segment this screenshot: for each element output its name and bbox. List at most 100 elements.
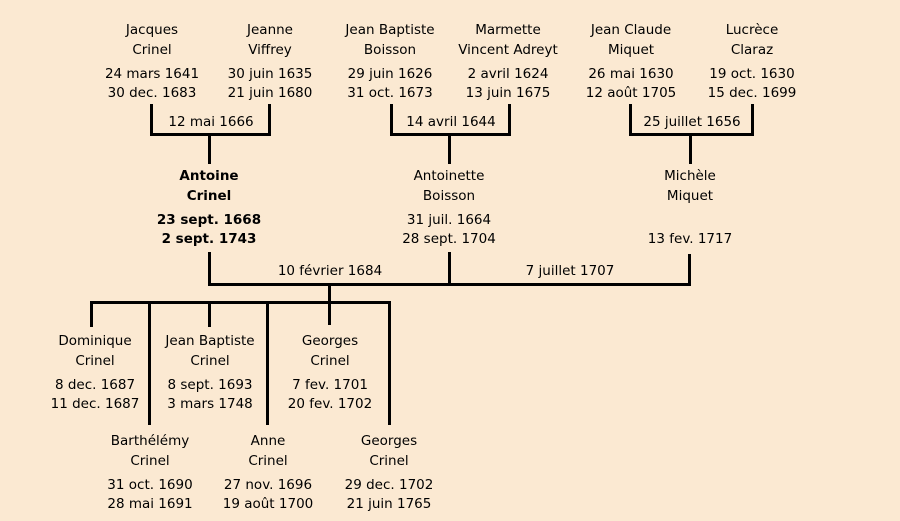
child-drop-antoine-line (208, 136, 211, 164)
last-name: Miquet (607, 42, 655, 58)
connector-jean-baptiste-crinel-line (208, 304, 211, 327)
marriage-date-antoine-antoinette: 10 février 1684 (277, 263, 383, 279)
birth-date: 31 oct. 1690 (107, 477, 193, 493)
death-date: 21 juin 1765 (346, 496, 432, 512)
person-marmette-vincent-adreyt[interactable]: Marmette Vincent Adreyt 2 avril 1624 13 … (458, 20, 558, 103)
birth-date: 29 dec. 1702 (344, 477, 434, 493)
person-name: Marmette Vincent Adreyt (458, 20, 558, 60)
marriage-date-crinel-viffrey: 12 mai 1666 (168, 114, 254, 130)
child-drop-michele-line (689, 136, 692, 164)
first-name: Antoine (179, 168, 239, 184)
connector-jeanne-down-line (268, 104, 271, 136)
person-dates: 23 sept. 1668 2 sept. 1743 (157, 211, 261, 249)
last-name: Crinel (132, 42, 172, 58)
person-barthelemy-crinel[interactable]: Barthélémy Crinel 31 oct. 1690 28 mai 16… (107, 431, 192, 514)
person-name: Jeanne Viffrey (228, 20, 313, 60)
first-name: Jean Baptiste (345, 22, 435, 38)
birth-date: 29 juin 1626 (347, 66, 433, 82)
connector-georges-1701-line (328, 304, 331, 325)
marriage-line-crinel-viffrey (150, 133, 271, 136)
death-date: 21 juin 1680 (227, 85, 313, 101)
person-name: Anne Crinel (223, 431, 314, 471)
person-dates: 27 nov. 1696 19 août 1700 (223, 476, 314, 514)
birth-date: 30 juin 1635 (227, 66, 313, 82)
last-name: Crinel (75, 353, 115, 369)
birth-date: 31 juil. 1664 (406, 212, 492, 228)
person-antoinette-boisson[interactable]: Antoinette Boisson 31 juil. 1664 28 sept… (402, 166, 496, 249)
person-name: Georges Crinel (288, 331, 372, 371)
connector-jean-claude-down-line (629, 104, 632, 136)
connector-michele-down-line (688, 254, 691, 286)
person-jacques-crinel[interactable]: Jacques Crinel 24 mars 1641 30 dec. 1683 (105, 20, 199, 103)
last-name: Crinel (190, 353, 230, 369)
person-dates: 26 mai 1630 12 août 1705 (586, 65, 677, 103)
birth-date (648, 211, 732, 230)
person-dates: 31 juil. 1664 28 sept. 1704 (402, 211, 496, 249)
first-name: Jeanne (247, 22, 293, 38)
birth-date: 19 oct. 1630 (709, 66, 795, 82)
person-dates: 7 fev. 1701 20 fev. 1702 (288, 376, 372, 414)
connector-antoinette-down-line (448, 252, 451, 286)
death-date: 13 fev. 1717 (647, 231, 733, 247)
person-name: Antoine Crinel (157, 166, 261, 206)
connector-jean-baptiste-boisson-down-line (390, 104, 393, 136)
death-date: 13 juin 1675 (465, 85, 551, 101)
person-name: Dominique Crinel (51, 331, 140, 371)
birth-date: 8 dec. 1687 (54, 377, 136, 393)
marriage-line-miquet-claraz (629, 133, 754, 136)
person-antoine-crinel[interactable]: Antoine Crinel 23 sept. 1668 2 sept. 174… (157, 166, 261, 249)
death-date: 12 août 1705 (585, 85, 677, 101)
death-date: 11 dec. 1687 (50, 396, 140, 412)
person-dates: 19 oct. 1630 15 dec. 1699 (708, 65, 797, 103)
death-date: 30 dec. 1683 (107, 85, 197, 101)
death-date: 31 oct. 1673 (347, 85, 433, 101)
children-drop-line (328, 286, 331, 303)
birth-date: 27 nov. 1696 (223, 477, 313, 493)
last-name: Boisson (422, 188, 476, 204)
person-jean-claude-miquet[interactable]: Jean Claude Miquet 26 mai 1630 12 août 1… (586, 20, 677, 103)
first-name: Antoinette (413, 168, 485, 184)
person-dates: 13 fev. 1717 (648, 211, 732, 249)
connector-dominique-line (90, 304, 93, 327)
person-jean-baptiste-boisson[interactable]: Jean Baptiste Boisson 29 juin 1626 31 oc… (345, 20, 434, 103)
person-georges-crinel-1702[interactable]: Georges Crinel 29 dec. 1702 21 juin 1765 (345, 431, 434, 514)
person-name: Jean Baptiste Crinel (165, 331, 254, 371)
death-date: 19 août 1700 (222, 496, 314, 512)
person-anne-crinel[interactable]: Anne Crinel 27 nov. 1696 19 août 1700 (223, 431, 314, 514)
connector-anne-line (266, 304, 269, 425)
marriage-date-boisson-adreyt: 14 avril 1644 (406, 114, 496, 130)
person-dates: 8 sept. 1693 3 mars 1748 (165, 376, 254, 414)
connector-lucrece-down-line (751, 104, 754, 136)
person-name: Jean Claude Miquet (586, 20, 677, 60)
birth-date: 8 sept. 1693 (167, 377, 253, 393)
first-name: Jean Claude (590, 22, 672, 38)
person-dominique-crinel[interactable]: Dominique Crinel 8 dec. 1687 11 dec. 168… (51, 331, 140, 414)
connector-marmette-down-line (508, 104, 511, 136)
person-jeanne-viffrey[interactable]: Jeanne Viffrey 30 juin 1635 21 juin 1680 (228, 20, 313, 103)
death-date: 20 fev. 1702 (287, 396, 373, 412)
death-date: 3 mars 1748 (167, 396, 253, 412)
person-georges-crinel-1701[interactable]: Georges Crinel 7 fev. 1701 20 fev. 1702 (288, 331, 372, 414)
first-name: Lucrèce (725, 22, 779, 38)
person-dates: 2 avril 1624 13 juin 1675 (458, 65, 558, 103)
person-jean-baptiste-crinel[interactable]: Jean Baptiste Crinel 8 sept. 1693 3 mars… (165, 331, 254, 414)
person-lucrece-claraz[interactable]: Lucrèce Claraz 19 oct. 1630 15 dec. 1699 (708, 20, 797, 103)
birth-date: 26 mai 1630 (588, 66, 674, 82)
death-date: 15 dec. 1699 (707, 85, 797, 101)
last-name: Claraz (730, 42, 774, 58)
connector-georges-1702-line (388, 304, 391, 425)
person-name: Georges Crinel (345, 431, 434, 471)
birth-date: 2 avril 1624 (467, 66, 549, 82)
person-michele-miquet[interactable]: Michèle Miquet 13 fev. 1717 (648, 166, 732, 249)
last-name: Boisson (363, 42, 417, 58)
marriage-line-boisson-adreyt (390, 133, 511, 136)
person-name: Lucrèce Claraz (708, 20, 797, 60)
first-name: Barthélémy (110, 433, 190, 449)
person-name: Michèle Miquet (648, 166, 732, 206)
birth-date: 7 fev. 1701 (292, 377, 368, 393)
last-name: Crinel (186, 188, 232, 204)
person-name: Barthélémy Crinel (107, 431, 192, 471)
last-name: Crinel (130, 453, 170, 469)
first-name: Jean Baptiste (165, 333, 255, 349)
marriage-date-antoine-michele: 7 juillet 1707 (525, 263, 615, 279)
